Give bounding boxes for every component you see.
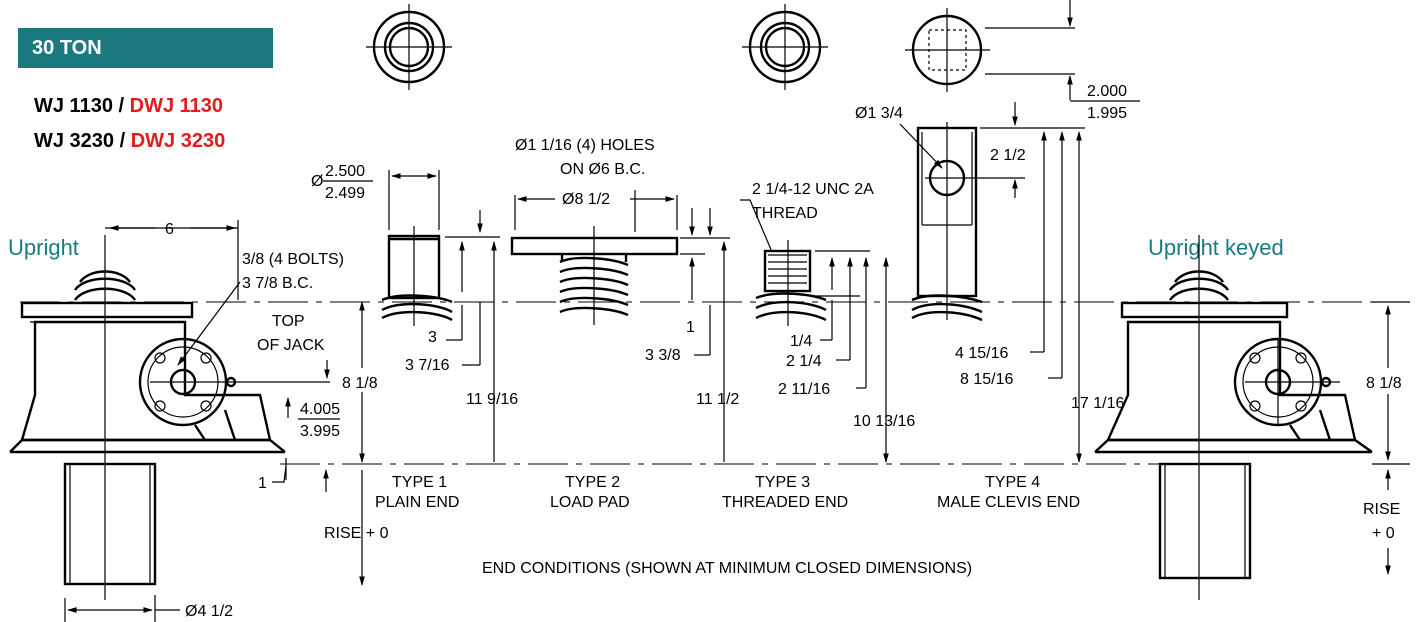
top-view-type3 (742, 4, 828, 90)
t2-d2: 3 3/8 (645, 347, 681, 364)
capacity-label: 30 TON (32, 37, 102, 59)
slot-bottom: 1.995 (1087, 105, 1127, 122)
t4-pin: Ø1 3/4 (855, 105, 903, 122)
capacity-banner: 30 TON (18, 28, 273, 68)
t4-d2: 4 15/16 (955, 345, 1008, 362)
left-top-plate (20, 301, 194, 319)
slot-top: 2.000 (1087, 83, 1127, 100)
top-view-type1 (366, 4, 452, 90)
left-body (20, 320, 272, 442)
type3-threaded-end: 2 1/4-12 UNC 2A THREAD 1/4 2 1/4 2 11/16… (722, 181, 915, 511)
t1-name: TYPE 1 (392, 474, 447, 491)
t3-thread-1: 2 1/4-12 UNC 2A (752, 181, 874, 198)
t3-desc: THREADED END (722, 494, 848, 511)
type1-plain-end: Ø 2.500 2.499 3 3 7/16 11 9/16 TYPE 1 PL… (311, 163, 518, 511)
bolt-circle-label: 3 7/8 B.C. (242, 275, 313, 292)
t2-d1: 1 (686, 319, 695, 336)
t2-desc: LOAD PAD (550, 494, 630, 511)
right-rise-1: RISE (1363, 501, 1400, 518)
right-title: Upright keyed (1148, 235, 1284, 260)
t3-d1: 1/4 (790, 333, 812, 350)
right-jack: Upright keyed 8 1/8 (1094, 235, 1410, 600)
rise-label: RISE + 0 (324, 525, 389, 542)
model-line-2: WJ 3230 / DWJ 3230 (34, 130, 225, 153)
left-shaft (63, 462, 157, 586)
right-rise-2: + 0 (1372, 525, 1395, 542)
top-label-1: TOP (272, 313, 305, 330)
t1-desc: PLAIN END (375, 494, 459, 511)
right-top-plate (1120, 301, 1289, 319)
t2-name: TYPE 2 (565, 474, 620, 491)
model-line-1: WJ 1130 / DWJ 1130 (34, 95, 223, 118)
top-label-2: OF JACK (257, 337, 325, 354)
t3-name: TYPE 3 (755, 474, 810, 491)
right-shaft (1158, 462, 1252, 580)
t2-pad: Ø8 1/2 (562, 191, 610, 208)
t4-desc: MALE CLEVIS END (937, 494, 1080, 511)
t1-d1: 3 (428, 329, 437, 346)
model-dual-2: DWJ 3230 (130, 130, 226, 152)
t1-dia-bottom: 2.499 (325, 185, 365, 202)
left-jack: Upright 6 3/8 (4 B (8, 220, 389, 622)
right-body (1106, 320, 1357, 442)
t1-dia-sym: Ø (311, 173, 323, 190)
bolts-label: 3/8 (4 BOLTS) (242, 251, 344, 268)
dia-label: Ø4 1/2 (185, 603, 233, 620)
left-title: Upright (8, 235, 79, 260)
t2-holes-2: ON Ø6 B.C. (560, 161, 645, 178)
base-label: 1 (258, 475, 267, 492)
t1-d3: 11 9/16 (466, 391, 518, 408)
t3-d2: 2 1/4 (786, 353, 822, 370)
height-label: 8 1/8 (342, 375, 378, 392)
shaft-bottom: 3.995 (300, 423, 340, 440)
model-std-1: WJ 1130 / (34, 95, 130, 117)
footer-caption: END CONDITIONS (SHOWN AT MINIMUM CLOSED … (482, 560, 972, 577)
t3-thread-2: THREAD (752, 205, 818, 222)
model-std-2: WJ 3230 / (34, 130, 131, 152)
t4-d4: 17 1/16 (1071, 395, 1124, 412)
right-height: 8 1/8 (1366, 375, 1402, 392)
model-dual-1: DWJ 1130 (129, 95, 224, 117)
shaft-top: 4.005 (300, 401, 340, 418)
t1-dia-top: 2.500 (325, 163, 365, 180)
t4-d1: 2 1/2 (990, 147, 1026, 164)
t3-d3: 2 11/16 (778, 381, 830, 398)
dim-width: 6 (165, 221, 174, 238)
t2-d3: 11 1/2 (696, 391, 739, 408)
top-view-type4: 2.000 1.995 (905, 0, 1140, 122)
type4-clevis-end: Ø1 3/4 2 1/2 4 15/16 8 15/16 17 1/16 TYP… (855, 102, 1124, 511)
type2-load-pad: Ø1 1/16 (4) HOLES ON Ø6 B.C. Ø8 1/2 1 3 … (510, 137, 739, 511)
t2-holes-1: Ø1 1/16 (4) HOLES (515, 137, 655, 154)
t3-d4: 10 13/16 (853, 413, 915, 430)
t4-d3: 8 15/16 (960, 371, 1013, 388)
t1-d2: 3 7/16 (405, 357, 450, 374)
t4-name: TYPE 4 (985, 474, 1040, 491)
